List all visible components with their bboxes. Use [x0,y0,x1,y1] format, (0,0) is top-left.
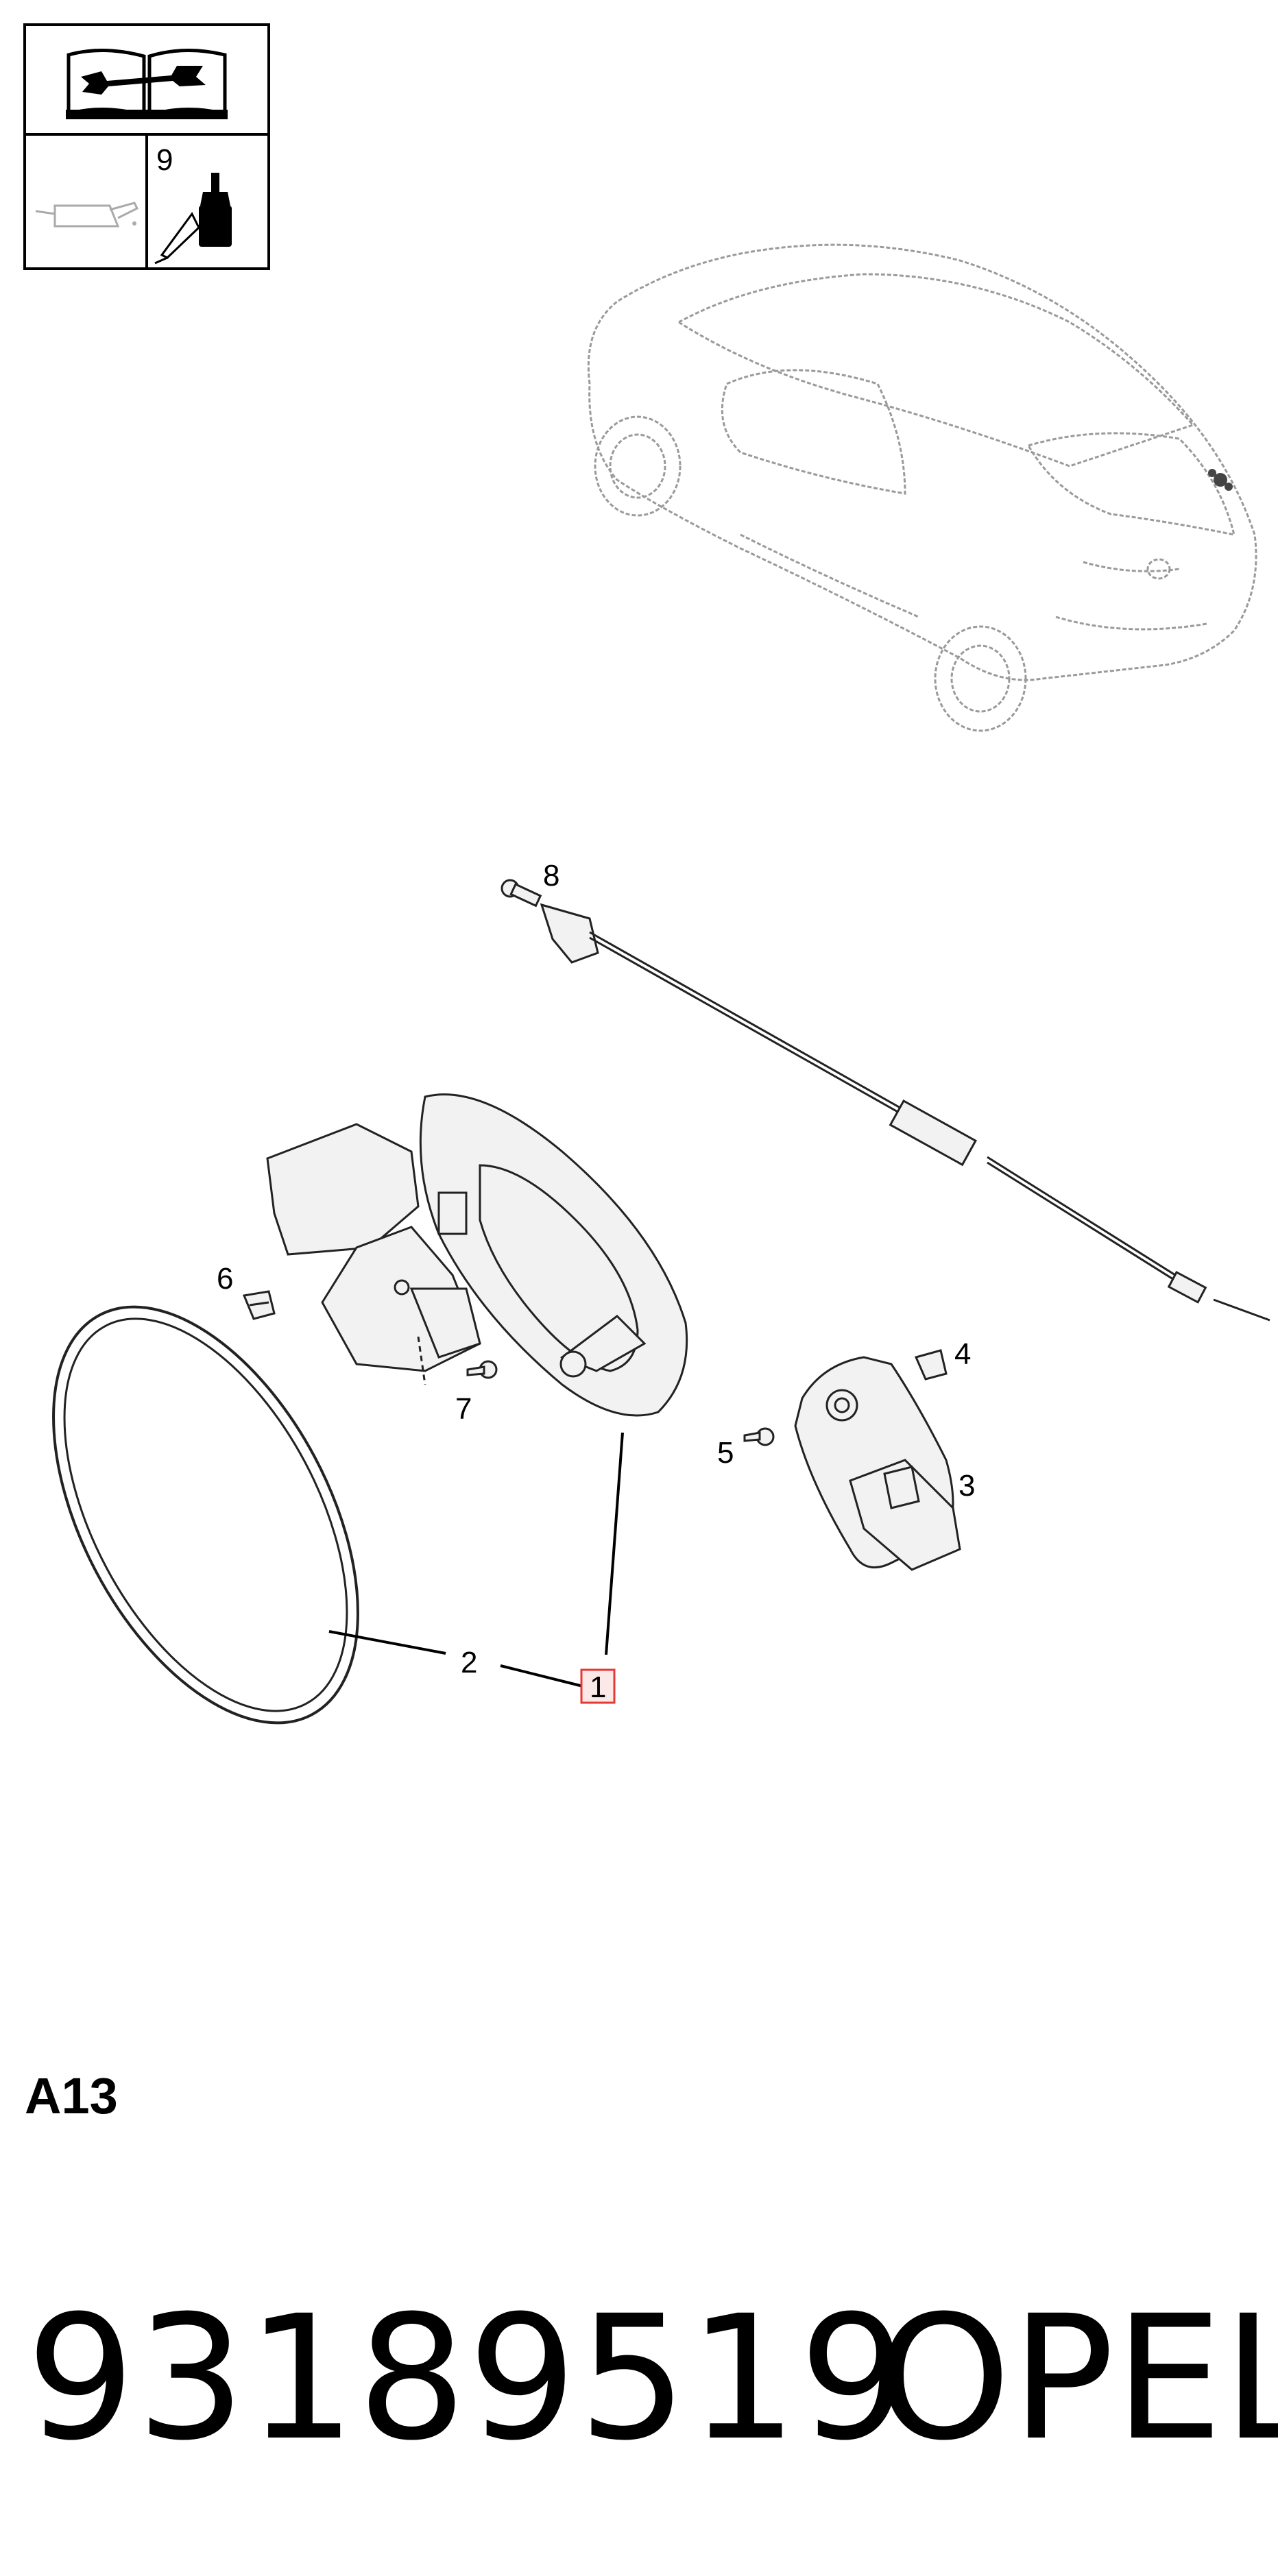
callout-1-label: 1 [590,1670,606,1704]
leader-lines [328,1432,624,1688]
callout-8: 8 [543,859,559,892]
callout-2: 2 [461,1646,477,1679]
vehicle-location-illustration [587,243,1257,732]
oil-can-icon [35,202,139,228]
clip-part-6 [242,1290,276,1320]
screw-part-5 [743,1427,775,1446]
callout-7: 7 [455,1392,472,1426]
screw-part-7 [466,1360,498,1379]
legend-cell-number: 9 [156,143,173,177]
fuel-filler-housing-part [266,1093,688,1417]
wrench-icon [81,66,206,95]
clip-part-4 [914,1349,948,1381]
adhesive-bottle-icon [154,173,232,265]
callout-6: 6 [217,1262,233,1296]
callout-5: 5 [717,1436,734,1470]
callout-4: 4 [954,1337,971,1371]
latch-bracket-part [794,1356,961,1571]
seal-ring-part [52,1305,359,1725]
legend-box: 9 [23,23,270,270]
callout-3: 3 [958,1469,975,1503]
brand-name: OPEL [876,2279,1278,2478]
fuel-door-location-marker [1208,469,1233,491]
release-cable-part [501,879,1270,1322]
part-number: 93189519 [26,2279,910,2478]
callout-1: 1 [580,1668,616,1704]
section-code: A13 [25,2067,118,2124]
